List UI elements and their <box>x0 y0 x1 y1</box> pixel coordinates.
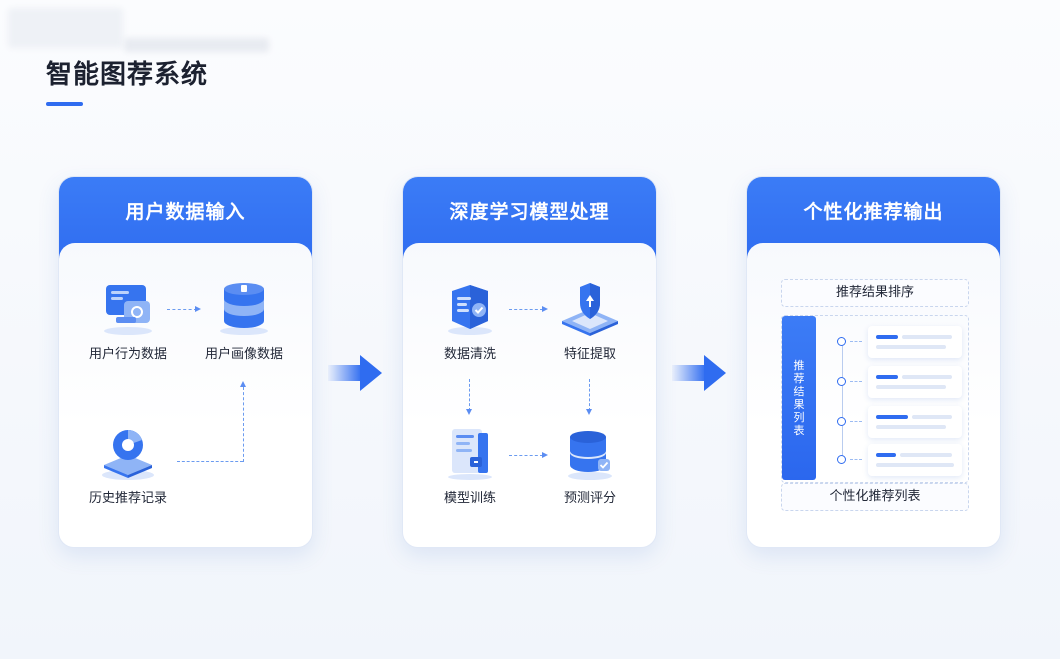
database-check-icon <box>568 431 612 480</box>
card-bar <box>902 335 952 339</box>
item-connector <box>850 381 862 382</box>
connector-line <box>167 309 197 310</box>
blurred-header-subtext <box>124 38 269 52</box>
node-label: 历史推荐记录 <box>88 491 167 506</box>
node-label: 特征提取 <box>563 347 616 362</box>
results-list-area: 推荐结果列表 <box>781 315 969 483</box>
history-chart-icon <box>102 430 154 480</box>
node-history-records[interactable]: 历史推荐记录 <box>73 425 183 506</box>
panel-body: 数据清洗 特征提取 <box>403 243 656 547</box>
panel-body: 推荐结果排序 推荐结果列表 <box>747 243 1000 547</box>
flow-arrow-icon <box>328 355 382 391</box>
card-bar <box>876 385 946 389</box>
connector-line <box>177 461 243 462</box>
results-list-label-text: 推荐结果列表 <box>793 359 805 437</box>
list-timeline <box>842 338 843 460</box>
node-label: 用户行为数据 <box>88 347 167 362</box>
card-bar <box>912 415 952 419</box>
panel-body: 用户行为数据 用户画像数据 <box>59 243 312 547</box>
connector-arrowhead <box>240 381 246 387</box>
connector-line <box>509 309 543 310</box>
timeline-dot <box>837 455 846 464</box>
card-bar <box>876 463 954 467</box>
item-connector <box>850 341 862 342</box>
result-card <box>868 444 962 476</box>
result-card <box>868 406 962 438</box>
list-item[interactable] <box>832 406 964 438</box>
result-card <box>868 326 962 358</box>
personalized-list-box: 个性化推荐列表 <box>781 483 969 511</box>
panel-personalized-output: 个性化推荐输出 推荐结果排序 推荐结果列表 <box>746 176 1001 548</box>
result-card <box>868 366 962 398</box>
connector-arrowhead <box>466 409 472 415</box>
connector-line <box>243 387 244 462</box>
node-label: 模型训练 <box>443 491 496 506</box>
card-bar <box>876 415 908 419</box>
blurred-header-text <box>8 8 123 48</box>
node-label: 用户画像数据 <box>204 347 283 362</box>
node-user-profile[interactable]: 用户画像数据 <box>189 281 299 362</box>
page-title: 智能图荐系统 <box>46 60 209 90</box>
item-connector <box>850 459 862 460</box>
monitor-icon <box>104 285 152 335</box>
title-underline <box>46 102 83 106</box>
panel-user-data-input: 用户数据输入 用户行为数据 <box>58 176 313 548</box>
card-bar <box>876 335 898 339</box>
flow-arrow-icon <box>672 355 726 391</box>
timeline-dot <box>837 417 846 426</box>
node-label: 预测评分 <box>563 491 616 506</box>
node-feature-extraction[interactable]: 特征提取 <box>535 281 645 362</box>
connector-arrowhead <box>542 452 548 458</box>
card-bar <box>902 375 952 379</box>
results-list-label: 推荐结果列表 <box>782 316 816 480</box>
connector-arrowhead <box>542 306 548 312</box>
report-icon <box>448 429 492 480</box>
item-connector <box>850 421 862 422</box>
card-bar <box>900 453 952 457</box>
shield-platform-icon <box>562 283 618 336</box>
node-data-cleaning[interactable]: 数据清洗 <box>415 281 525 362</box>
card-bar <box>876 453 896 457</box>
sorted-results-box: 推荐结果排序 <box>781 279 969 307</box>
list-item[interactable] <box>832 366 964 398</box>
connector-line <box>509 455 543 456</box>
panel-deep-learning: 深度学习模型处理 数据清洗 <box>402 176 657 548</box>
connector-arrowhead <box>195 306 201 312</box>
timeline-dot <box>837 337 846 346</box>
list-item[interactable] <box>832 326 964 358</box>
card-bar <box>876 375 898 379</box>
connector-line <box>469 379 470 411</box>
timeline-dot <box>837 377 846 386</box>
card-bar <box>876 345 946 349</box>
node-prediction-scoring[interactable]: 预测评分 <box>535 425 645 506</box>
document-check-icon <box>448 285 492 335</box>
database-icon <box>220 283 268 335</box>
connector-arrowhead <box>586 409 592 415</box>
node-model-training[interactable]: 模型训练 <box>415 425 525 506</box>
connector-line <box>589 379 590 411</box>
card-bar <box>876 425 946 429</box>
node-label: 数据清洗 <box>443 347 496 362</box>
list-item[interactable] <box>832 444 964 476</box>
node-user-behavior[interactable]: 用户行为数据 <box>73 281 183 362</box>
